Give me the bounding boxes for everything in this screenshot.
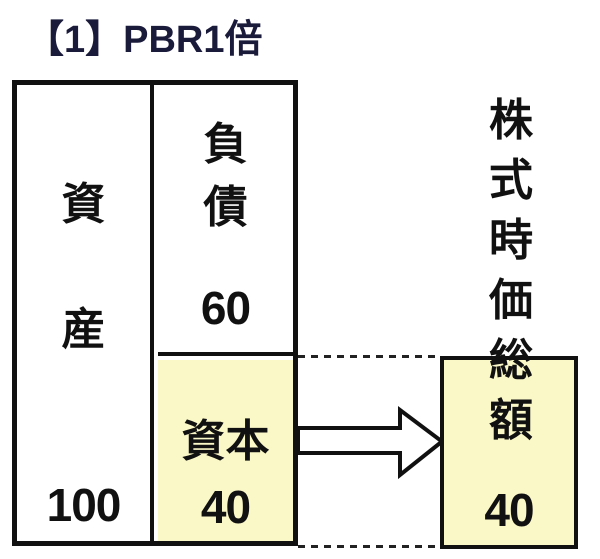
assets-label-char-2: 産: [61, 305, 106, 354]
liabilities-value: 60: [200, 282, 251, 334]
market-cap-label-char-4: 価: [489, 276, 533, 325]
market-cap-label-char-1: 株: [489, 96, 533, 145]
equity-value: 40: [200, 481, 251, 533]
balance-sheet-box: 資 産 100 負 債 60 資本 40: [12, 80, 298, 546]
dashed-connector-top: [298, 355, 440, 358]
diagram-title: 【1】PBR1倍: [26, 19, 263, 61]
assets-label-char-1: 資: [61, 180, 106, 229]
market-cap-box: 40: [440, 356, 578, 549]
market-cap-label-char-5: 総: [489, 336, 533, 385]
market-cap-label-char-6: 額: [489, 396, 533, 445]
assets-value: 100: [46, 479, 122, 531]
equity-label: 資本: [181, 417, 270, 466]
equity-cell: 資本 40: [158, 360, 293, 541]
liabilities-label-char-2: 債: [203, 183, 248, 232]
assets-cell: 資 産 100: [17, 85, 154, 541]
liabilities-cell: 負 債 60: [158, 85, 293, 356]
market-cap-label: 株 式 時 価 総 額: [480, 91, 542, 451]
dashed-connector-bottom: [298, 545, 440, 548]
market-cap-label-char-3: 時: [489, 216, 533, 265]
liabilities-label-char-1: 負: [203, 120, 248, 169]
market-cap-label-char-2: 式: [489, 156, 533, 205]
liabilities-equity-column: 負 債 60 資本 40: [158, 85, 293, 541]
market-cap-value: 40: [484, 484, 534, 536]
flow-arrow-icon: [296, 406, 446, 480]
